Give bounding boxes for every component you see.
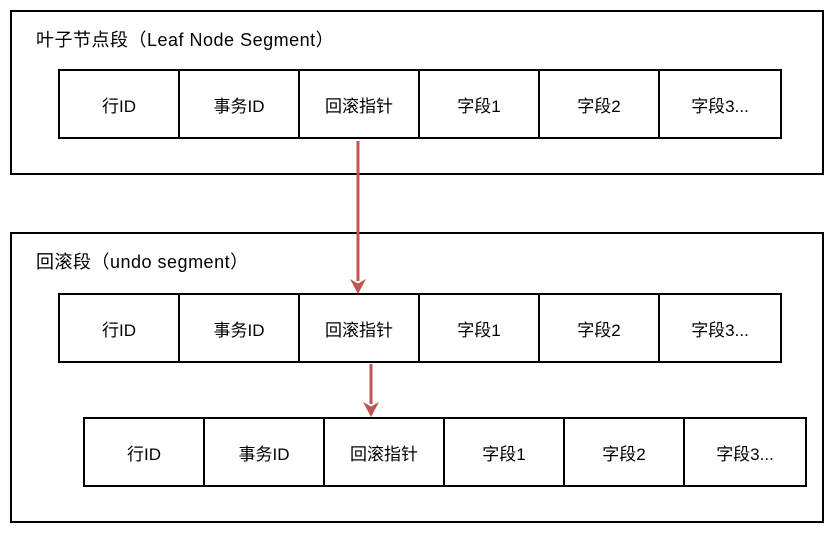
- leaf-cell-field-1: 字段1: [420, 71, 540, 137]
- undo1-cell-field-1: 字段1: [420, 295, 540, 361]
- leaf-cell-rollback-pointer: 回滚指针: [300, 71, 420, 137]
- undo-record-row-2: 行ID 事务ID 回滚指针 字段1 字段2 字段3...: [83, 417, 807, 487]
- undo2-cell-row-id: 行ID: [85, 419, 205, 485]
- undo2-cell-transaction-id: 事务ID: [205, 419, 325, 485]
- undo1-cell-row-id: 行ID: [60, 295, 180, 361]
- leaf-cell-field-3: 字段3...: [691, 96, 749, 116]
- leaf-record-row: 行ID 事务ID 回滚指针 字段1 字段2 字段3...: [58, 69, 782, 139]
- leaf-cell-field-2: 字段2: [540, 71, 660, 137]
- leaf-cell-transaction-id: 事务ID: [180, 71, 300, 137]
- leaf-cell-row-id: 行ID: [60, 71, 180, 137]
- undo-record-row-1: 行ID 事务ID 回滚指针 字段1 字段2 字段3...: [58, 293, 782, 363]
- undo-segment-title: 回滚段（undo segment）: [36, 252, 249, 272]
- undo2-cell-field-3: 字段3...: [716, 444, 774, 464]
- undo2-cell-field-1: 字段1: [445, 419, 565, 485]
- undo1-cell-field-2: 字段2: [540, 295, 660, 361]
- undo2-cell-field-2: 字段2: [565, 419, 685, 485]
- undo1-cell-field-3: 字段3...: [691, 320, 749, 340]
- undo1-cell-transaction-id: 事务ID: [180, 295, 300, 361]
- undo1-cell-rollback-pointer: 回滚指针: [300, 295, 420, 361]
- leaf-segment-title: 叶子节点段（Leaf Node Segment）: [36, 30, 335, 50]
- undo2-cell-rollback-pointer: 回滚指针: [325, 419, 445, 485]
